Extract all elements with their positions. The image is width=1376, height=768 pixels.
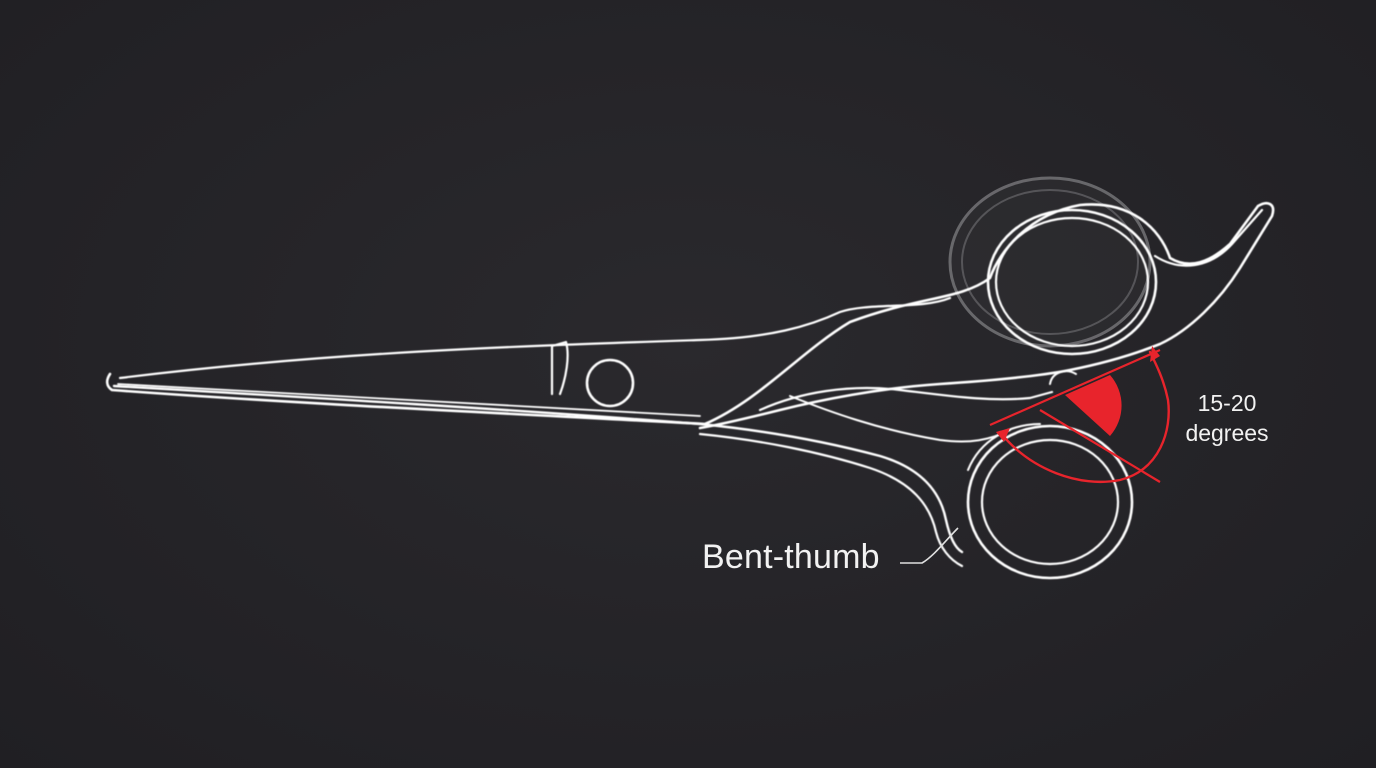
angle-line-upper bbox=[989, 348, 1161, 427]
angle-unit: degrees bbox=[1185, 420, 1269, 446]
angle-value: 15-20 bbox=[1197, 390, 1257, 416]
thumb-ring bbox=[966, 423, 1134, 580]
lower-blade bbox=[112, 384, 1054, 568]
angle-wedge bbox=[1065, 375, 1122, 436]
ghost-finger-ring bbox=[948, 176, 1152, 348]
thumb-label-leader bbox=[900, 527, 959, 564]
pivot-screw bbox=[585, 358, 635, 408]
finger-tang bbox=[1153, 208, 1264, 267]
arrowhead-left bbox=[996, 428, 1010, 442]
upper-blade bbox=[105, 202, 1275, 430]
blade-bevel bbox=[550, 340, 569, 396]
ring-connector bbox=[1049, 370, 1077, 385]
angle-arc bbox=[998, 350, 1170, 484]
angle-indicator bbox=[989, 346, 1170, 484]
arrowhead-top bbox=[1150, 346, 1160, 362]
thumb-style-label: Bent-thumb bbox=[702, 538, 880, 576]
angle-label: 15-20 degrees bbox=[1172, 388, 1282, 448]
finger-ring bbox=[986, 208, 1158, 356]
